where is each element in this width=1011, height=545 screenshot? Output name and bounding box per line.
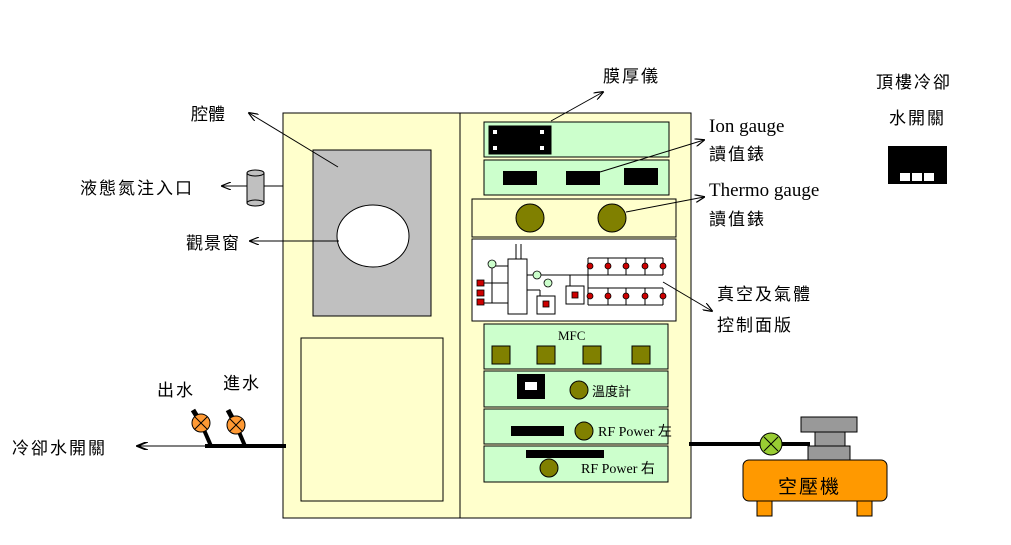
cooling-water-pipe (137, 408, 286, 446)
label-thickness-monitor: 膜厚儀 (603, 67, 660, 87)
compressor-icon (742, 416, 888, 517)
thermo-gauge-knob-2 (597, 203, 627, 233)
arrow-chamber (249, 113, 339, 168)
label-thermometer: 溫度計 (592, 384, 631, 400)
label-thermo-gauge-2: 讀值錶 (709, 210, 766, 230)
mfc-knob-2 (536, 345, 556, 365)
label-compressor: 空壓機 (778, 476, 841, 498)
label-cooling-switch: 冷卻水開關 (12, 439, 107, 459)
ion-gauge-display-2 (566, 171, 600, 185)
label-vac-panel-2: 控制面版 (717, 316, 793, 336)
label-rf-left: RF Power 左 (598, 424, 672, 440)
label-roof-cooling-1: 頂樓冷卻 (876, 73, 952, 93)
vacuum-valves (476, 259, 667, 308)
ln2-inlet-icon (246, 169, 283, 207)
water-out-valve-icon (191, 413, 211, 433)
thermo-gauge-knob-1 (515, 203, 545, 233)
arrow-vac-panel (662, 281, 712, 311)
label-vac-panel-1: 真空及氣體 (717, 285, 812, 305)
arrow-thickness (550, 92, 603, 122)
rf-left-knob (574, 421, 594, 441)
mfc-knob-4 (631, 345, 651, 365)
label-chamber: 腔體 (191, 105, 225, 125)
label-thermo-gauge-1: Thermo gauge (709, 180, 819, 201)
label-ion-gauge-2: 讀值錶 (709, 145, 766, 165)
label-mfc: MFC (558, 328, 585, 343)
rf-right-knob (539, 458, 559, 478)
label-water-in: 進水 (223, 374, 261, 394)
water-in-valve-icon (226, 415, 246, 435)
thermo-gauge-panel (471, 198, 677, 238)
label-roof-cooling-2: 水開關 (889, 109, 946, 129)
arrow-ion-gauge (599, 140, 704, 173)
thickness-display-dots (493, 130, 544, 150)
label-ln2-inlet: 液態氮注入口 (80, 179, 194, 199)
lower-door (300, 337, 444, 502)
thermometer-knob (569, 380, 589, 400)
label-ion-gauge-1: Ion gauge (709, 116, 784, 137)
label-viewport: 觀景窗 (186, 234, 240, 254)
arrow-thermo-gauge (625, 197, 704, 213)
ion-gauge-display-3 (624, 168, 658, 185)
mfc-knob-1 (491, 345, 511, 365)
rf-left-bar (511, 426, 564, 436)
roof-cooling-switch-icon (888, 146, 947, 184)
viewport-window (336, 204, 410, 268)
air-valve-icon (759, 432, 783, 456)
ion-gauge-display-1 (503, 171, 537, 185)
label-water-out: 出水 (157, 381, 195, 401)
mfc-knob-3 (582, 345, 602, 365)
thermometer-display-window (525, 382, 537, 390)
label-rf-right: RF Power 右 (581, 461, 655, 477)
rf-right-bar (526, 450, 604, 458)
vacuum-gas-panel (471, 238, 677, 322)
